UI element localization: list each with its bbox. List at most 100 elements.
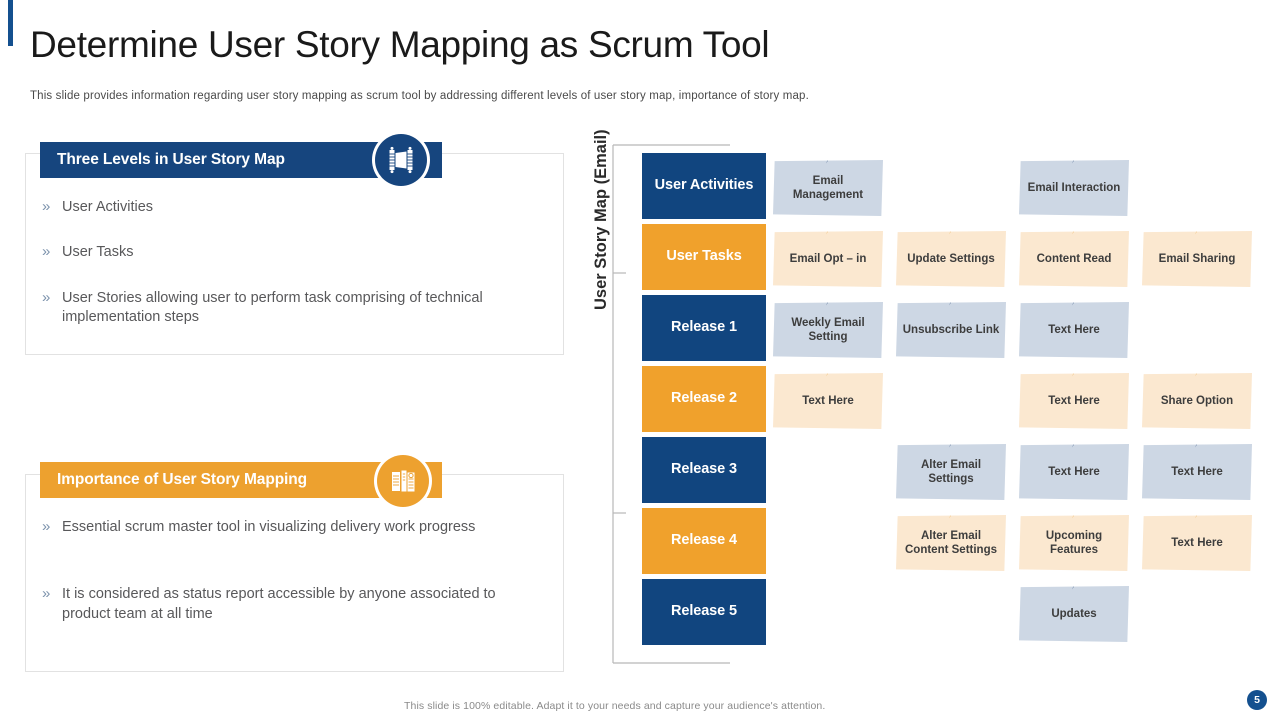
note-label: Email Management [792, 174, 864, 201]
row-label-text: Release 4 [670, 532, 737, 549]
story-map-note[interactable]: Text Here [1019, 444, 1129, 500]
pushpin-icon [826, 373, 829, 377]
note-label: Content Read [1036, 252, 1112, 265]
panel-importance-title: Importance of User Story Mapping [57, 471, 307, 488]
list-item-label: User Stories allowing user to perform ta… [62, 289, 483, 325]
story-map-bracket [612, 144, 730, 664]
story-map-note[interactable]: Text Here [1019, 302, 1129, 358]
story-map-note[interactable]: Content Read [1019, 231, 1129, 287]
pushpin-icon [1072, 160, 1075, 164]
pushpin-icon [1195, 373, 1198, 377]
note-label: Text Here [1048, 394, 1100, 407]
page-number-badge: 5 [1247, 690, 1267, 710]
story-map-row-release-5[interactable]: Release 5 [642, 579, 766, 645]
list-item: » Essential scrum master tool in visuali… [25, 518, 562, 537]
note-label: Text Here [1171, 465, 1223, 478]
list-item: » User Activities [25, 198, 562, 217]
story-map-row-user-activities[interactable]: User Activities [642, 153, 766, 219]
documents-icon [377, 455, 429, 507]
page-subtitle: This slide provides information regardin… [30, 90, 809, 102]
pushpin-icon [1072, 515, 1075, 519]
pushpin-icon [949, 444, 952, 448]
panel-three-levels-header: Three Levels in User Story Map [40, 142, 442, 178]
story-map-note[interactable]: Email Management [773, 160, 883, 216]
list-item-label: User Tasks [62, 244, 134, 261]
row-label-text: Release 5 [670, 603, 737, 620]
story-map-note[interactable]: Update Settings [896, 231, 1006, 287]
list-item-label: User Activities [62, 199, 154, 215]
story-map-note[interactable]: Unsubscribe Link [896, 302, 1006, 358]
story-map-note[interactable]: Email Opt – in [773, 231, 883, 287]
pushpin-icon [1195, 444, 1198, 448]
story-map-row-user-tasks[interactable]: User Tasks [642, 224, 766, 290]
story-map-note[interactable]: Email Sharing [1142, 231, 1252, 287]
chevron-bullet-icon: » [42, 288, 51, 306]
story-map-row-release-1[interactable]: Release 1 [642, 295, 766, 361]
list-item: » It is considered as status report acce… [25, 585, 562, 624]
note-label: Update Settings [907, 252, 995, 265]
story-map-row-release-2[interactable]: Release 2 [642, 366, 766, 432]
chevron-bullet-icon: » [42, 518, 51, 535]
story-map-note[interactable]: Text Here [1142, 444, 1252, 500]
pushpin-icon [1072, 373, 1075, 377]
story-map-note[interactable]: Text Here [1142, 515, 1252, 571]
top-left-accent-bar [8, 0, 13, 46]
panel-three-levels-title: Three Levels in User Story Map [57, 151, 285, 168]
book-icon [375, 134, 427, 186]
panel-three-levels [25, 153, 564, 355]
note-label: Updates [1051, 607, 1097, 620]
pushpin-icon [826, 231, 829, 235]
pushpin-icon [1072, 231, 1075, 235]
story-map-axis-label: User Story Map (Email) [592, 129, 610, 310]
note-label: Weekly Email Setting [791, 316, 865, 343]
story-map-note[interactable]: Weekly Email Setting [773, 302, 883, 358]
note-label: Email Opt – in [789, 252, 867, 265]
story-map-row-release-3[interactable]: Release 3 [642, 437, 766, 503]
note-label: Share Option [1160, 394, 1234, 407]
pushpin-icon [949, 515, 952, 519]
note-label: Email Interaction [1027, 181, 1121, 194]
footer-note: This slide is 100% editable. Adapt it to… [404, 700, 826, 712]
row-label-text: Release 1 [670, 319, 737, 336]
row-label-text: Release 2 [670, 390, 737, 407]
pushpin-icon [1195, 515, 1198, 519]
pushpin-icon [826, 302, 829, 306]
pushpin-icon [1072, 444, 1075, 448]
story-map-note[interactable]: Text Here [1019, 373, 1129, 429]
story-map-row-release-4[interactable]: Release 4 [642, 508, 766, 574]
panel-importance-header: Importance of User Story Mapping [40, 462, 442, 498]
row-label-text: User Tasks [666, 248, 742, 265]
list-item-label: Essential scrum master tool in visualizi… [62, 519, 476, 535]
note-label: Email Sharing [1158, 252, 1236, 265]
story-map-note[interactable]: Share Option [1142, 373, 1252, 429]
note-label: Text Here [802, 394, 854, 407]
panel-three-levels-bullets: » User Activities » User Tasks » User St… [25, 198, 562, 353]
note-label: Unsubscribe Link [902, 323, 1000, 336]
note-label: Alter Email Settings [920, 458, 982, 485]
list-item: » User Tasks [25, 243, 562, 262]
pushpin-icon [1195, 231, 1198, 235]
note-label: Upcoming Features [1045, 529, 1103, 556]
chevron-bullet-icon: » [42, 585, 51, 603]
story-map-note[interactable]: Text Here [773, 373, 883, 429]
panel-importance-bullets: » Essential scrum master tool in visuali… [25, 518, 562, 650]
row-label-text: Release 3 [670, 461, 737, 478]
note-label: Alter Email Content Settings [905, 529, 997, 556]
pushpin-icon [826, 160, 829, 164]
story-map-note[interactable]: Upcoming Features [1019, 515, 1129, 571]
note-label: Text Here [1048, 323, 1100, 336]
pushpin-icon [949, 302, 952, 306]
chevron-bullet-icon: » [42, 243, 51, 261]
row-label-text: User Activities [654, 177, 754, 194]
story-map-note[interactable]: Alter Email Settings [896, 444, 1006, 500]
story-map-note[interactable]: Updates [1019, 586, 1129, 642]
note-label: Text Here [1171, 536, 1223, 549]
page-title: Determine User Story Mapping as Scrum To… [30, 24, 770, 65]
story-map-note[interactable]: Email Interaction [1019, 160, 1129, 216]
story-map-note[interactable]: Alter Email Content Settings [896, 515, 1006, 571]
list-item: » User Stories allowing user to perform … [25, 289, 562, 328]
chevron-bullet-icon: » [42, 198, 51, 215]
note-label: Text Here [1048, 465, 1100, 478]
pushpin-icon [1072, 586, 1075, 590]
